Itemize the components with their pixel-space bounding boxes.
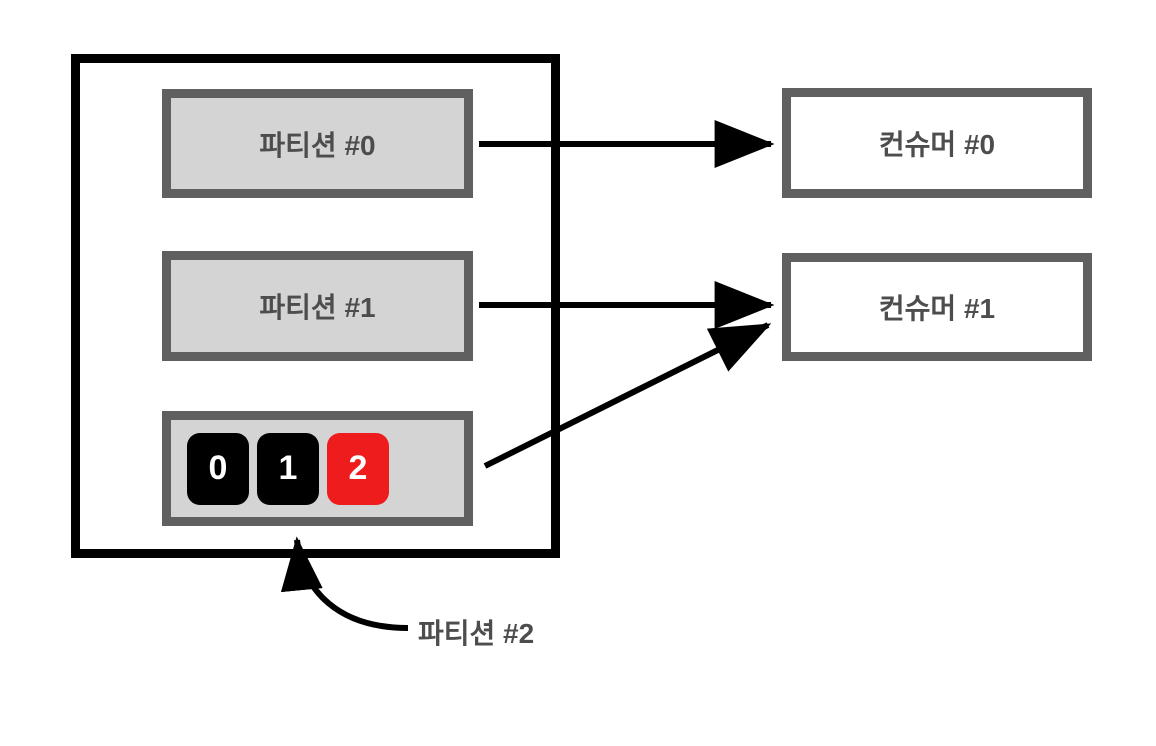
consumer-box-0[interactable]: 컨슈머 #0: [782, 88, 1092, 198]
consumer-label-1: 컨슈머 #1: [878, 293, 996, 324]
partition-box-0[interactable]: 파티션 #0: [162, 89, 473, 198]
arrow-callout-to-partition2: [280, 536, 409, 631]
offset-value-1: 1: [278, 449, 298, 487]
partition-box-2[interactable]: 0 1 2: [162, 411, 473, 526]
partition-box-1[interactable]: 파티션 #1: [162, 251, 473, 361]
partition-label-0: 파티션 #0: [259, 129, 376, 161]
consumer-box-1[interactable]: 컨슈머 #1: [782, 253, 1092, 361]
offset-value-0: 0: [208, 449, 228, 487]
offset-row: 0 1 2: [187, 432, 389, 505]
offset-cell-1[interactable]: 1: [257, 432, 319, 505]
offset-cell-2[interactable]: 2: [327, 432, 389, 505]
consumer-label-0: 컨슈머 #0: [878, 129, 996, 160]
offset-value-2: 2: [348, 449, 368, 487]
arrow-partition2-to-consumer1: [483, 322, 772, 469]
partition-label-1: 파티션 #1: [259, 292, 376, 323]
offset-cell-0[interactable]: 0: [187, 432, 249, 505]
callout-label-partition2: 파티션 #2: [418, 618, 535, 649]
